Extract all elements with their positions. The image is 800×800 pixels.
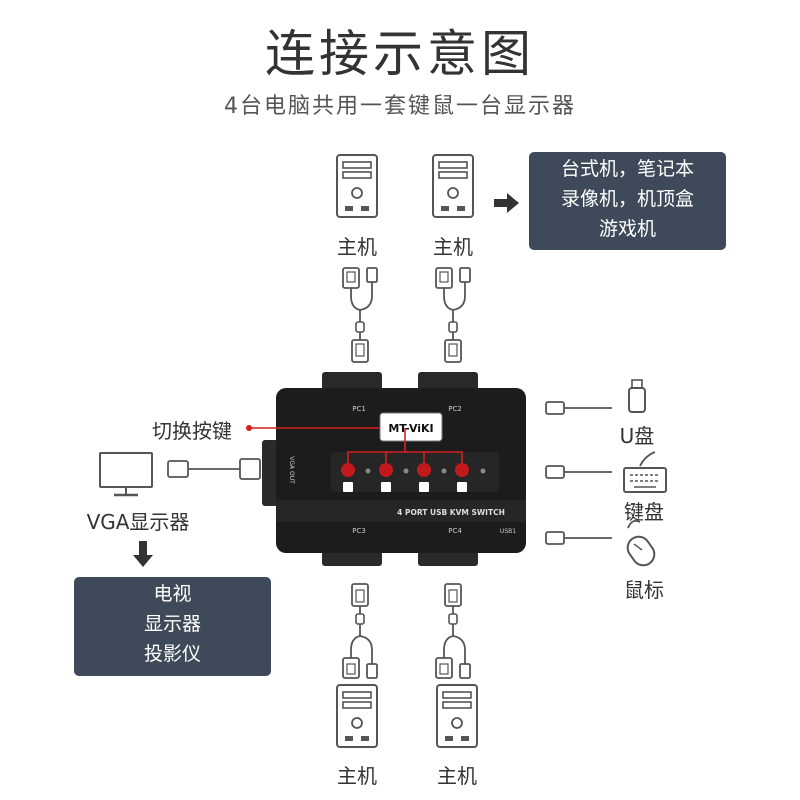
host-pc-icon bbox=[432, 154, 474, 218]
port-label: PC1 bbox=[352, 405, 366, 413]
host-label: 主机 bbox=[337, 764, 377, 788]
vga-monitor-label: VGA显示器 bbox=[86, 510, 190, 534]
mouse-icon bbox=[626, 519, 656, 567]
keyboard-icon bbox=[623, 451, 667, 493]
monitor-icon bbox=[99, 452, 153, 497]
arrow-down-icon bbox=[133, 541, 153, 567]
kvm-button-badge bbox=[343, 482, 353, 492]
usb-drive-label: U盘 bbox=[619, 424, 655, 448]
port-label: VGA OUT bbox=[288, 456, 295, 484]
keyboard-label: 键盘 bbox=[624, 500, 664, 524]
kvm-switch bbox=[262, 372, 526, 566]
host-label: 主机 bbox=[337, 235, 377, 259]
port-label: PC3 bbox=[352, 527, 366, 535]
display-line: 电视 bbox=[153, 583, 192, 605]
arrow-right-icon bbox=[494, 193, 519, 213]
devices-info-box: 台式机，笔记本 录像机，机顶盒 游戏机 bbox=[529, 152, 726, 250]
devices-line: 游戏机 bbox=[598, 218, 656, 240]
devices-line: 台式机，笔记本 bbox=[560, 158, 694, 180]
port-label: PC4 bbox=[448, 527, 462, 535]
mouse-label: 鼠标 bbox=[624, 578, 664, 602]
usb-cable-icon bbox=[545, 401, 612, 415]
switch-label-dot bbox=[246, 425, 252, 431]
devices-line: 录像机，机顶盒 bbox=[560, 188, 694, 210]
display-line: 投影仪 bbox=[143, 643, 201, 665]
display-line: 显示器 bbox=[143, 613, 201, 635]
host-label: 主机 bbox=[437, 764, 477, 788]
vga-usb-cable-icon bbox=[342, 267, 378, 363]
vga-cable-icon bbox=[167, 458, 261, 480]
kvm-button-badge bbox=[457, 482, 467, 492]
page-subtitle: 4台电脑共用一套键鼠一台显示器 bbox=[224, 94, 576, 119]
host-pc-icon bbox=[336, 684, 378, 748]
vga-usb-cable-icon bbox=[435, 267, 471, 363]
port-label: USB1 bbox=[500, 528, 516, 535]
kvm-model-label: 4 PORT USB KVM SWITCH bbox=[397, 508, 505, 517]
kvm-button-badge bbox=[381, 482, 391, 492]
host-label: 主机 bbox=[433, 235, 473, 259]
host-pc-icon bbox=[436, 684, 478, 748]
page-title: 连接示意图 bbox=[265, 25, 535, 83]
switch-button-label: 切换按键 bbox=[152, 419, 232, 443]
host-pc-icon bbox=[336, 154, 378, 218]
kvm-button-badge bbox=[419, 482, 429, 492]
usb-cable-icon bbox=[545, 465, 612, 479]
port-label: PC2 bbox=[448, 405, 462, 413]
display-info-box: 电视 显示器 投影仪 bbox=[74, 577, 271, 676]
vga-usb-cable-icon bbox=[435, 583, 471, 679]
usb-cable-icon bbox=[545, 531, 612, 545]
usb-drive-icon bbox=[628, 379, 646, 413]
vga-usb-cable-icon bbox=[342, 583, 378, 679]
kvm-brand-logo: MT-ViKI bbox=[388, 422, 433, 435]
